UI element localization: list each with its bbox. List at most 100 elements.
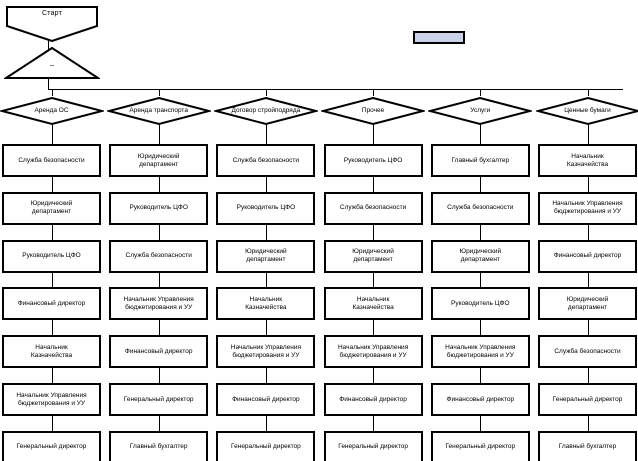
connector-branch-to-step xyxy=(373,124,375,144)
connector-step-to-step xyxy=(265,177,267,192)
connector-step-to-step xyxy=(265,272,267,288)
process-step-label: Служба безопасности xyxy=(18,156,85,164)
process-step-label: Юридический департамент xyxy=(352,248,394,264)
process-step-box[interactable]: Начальник Управления бюджетирования и УУ xyxy=(216,335,316,369)
process-step-box[interactable]: Начальник Управления бюджетирования и УУ xyxy=(323,335,423,369)
process-step-box[interactable]: Юридический департамент xyxy=(430,239,530,273)
process-step-box[interactable]: Главный бухгалтер xyxy=(430,144,530,177)
process-step-box[interactable]: Главный бухгалтер xyxy=(109,430,209,461)
process-step-box[interactable]: Юридический департамент xyxy=(323,239,423,273)
process-step-label: Генеральный директор xyxy=(123,395,194,403)
connector-step-to-step xyxy=(51,272,53,288)
process-step-label: Начальник Управления бюджетирования и УУ xyxy=(230,343,302,359)
process-step-label: Служба безопасности xyxy=(232,156,300,164)
process-step-box[interactable]: Руководитель ЦФО xyxy=(323,144,423,177)
process-step-box[interactable]: Юридический департамент xyxy=(109,144,209,177)
process-step-label: Руководитель ЦФО xyxy=(129,204,188,212)
branch-diamond[interactable] xyxy=(106,96,211,126)
process-step-box[interactable]: Генеральный директор xyxy=(2,430,101,461)
connector-start-to-merge xyxy=(48,40,49,52)
process-step-box[interactable]: Генеральный директор xyxy=(216,430,316,461)
process-step-box[interactable]: Генеральный директор xyxy=(109,383,209,416)
connector-step-to-step xyxy=(158,416,160,431)
process-step-label: Финансовый директор xyxy=(232,395,300,403)
connector-merge-to-bus xyxy=(48,79,49,89)
process-step-box[interactable]: Юридический департамент xyxy=(216,239,316,273)
process-step-box[interactable]: Руководитель ЦФО xyxy=(430,287,530,321)
branch-diamond[interactable] xyxy=(0,96,104,126)
connector-step-to-step xyxy=(373,224,375,240)
branch-diamond[interactable] xyxy=(428,96,533,126)
process-step-box[interactable]: Служба безопасности xyxy=(216,144,316,177)
branch-diamond[interactable] xyxy=(321,96,426,126)
legend-color-box[interactable] xyxy=(413,31,465,44)
process-step-label: Финансовый директор xyxy=(553,252,622,260)
process-step-label: Генеральный директор xyxy=(552,395,623,403)
process-step-label: Начальник Казначейства xyxy=(245,295,287,311)
process-step-label: Начальник Управления бюджетирования и УУ xyxy=(16,391,87,407)
process-step-label: Генеральный директор xyxy=(16,443,87,451)
process-step-box[interactable]: Финансовый директор xyxy=(430,383,530,416)
connector-step-to-step xyxy=(587,320,589,336)
connector-step-to-step xyxy=(51,416,53,431)
process-step-label: Служба безопасности xyxy=(447,204,514,212)
process-step-box[interactable]: Финансовый директор xyxy=(109,335,209,369)
process-step-label: Юридический департамент xyxy=(137,152,180,168)
process-step-label: Начальник Управления бюджетирования и УУ xyxy=(337,343,409,359)
branch-diamond[interactable] xyxy=(535,96,638,126)
process-step-label: Служба безопасности xyxy=(125,252,192,260)
branch-diamond[interactable] xyxy=(213,96,318,126)
process-step-box[interactable]: Начальник Управления бюджетирования и УУ xyxy=(430,335,530,369)
process-step-box[interactable]: Юридический департамент xyxy=(2,191,101,225)
process-step-box[interactable]: Генеральный директор xyxy=(538,383,637,416)
process-step-box[interactable]: Служба безопасности xyxy=(538,335,637,369)
process-step-box[interactable]: Финансовый директор xyxy=(323,383,423,416)
merge-node-label: – xyxy=(50,62,54,69)
connector-step-to-step xyxy=(373,368,375,383)
process-step-box[interactable]: Служба безопасности xyxy=(2,144,101,177)
connector-step-to-step xyxy=(265,368,267,383)
connector-bus-to-branch xyxy=(158,89,160,96)
process-step-box[interactable]: Руководитель ЦФО xyxy=(2,239,101,273)
process-step-box[interactable]: Руководитель ЦФО xyxy=(109,191,209,225)
connector-step-to-step xyxy=(480,224,482,240)
process-step-box[interactable]: Начальник Казначейства xyxy=(2,335,101,369)
process-step-label: Финансовый директор xyxy=(446,395,515,403)
connector-bus-to-branch xyxy=(265,89,267,96)
connector-step-to-step xyxy=(480,320,482,336)
process-step-box[interactable]: Генеральный директор xyxy=(323,430,423,461)
connector-step-to-step xyxy=(51,368,53,383)
process-step-box[interactable]: Юридический департамент xyxy=(538,287,637,321)
merge-node[interactable] xyxy=(4,46,100,80)
process-step-label: Руководитель ЦФО xyxy=(343,156,403,164)
process-step-box[interactable]: Генеральный директор xyxy=(430,430,530,461)
process-step-box[interactable]: Руководитель ЦФО xyxy=(216,191,316,225)
process-step-box[interactable]: Финансовый директор xyxy=(216,383,316,416)
process-step-box[interactable]: Начальник Казначейства xyxy=(323,287,423,321)
connector-step-to-step xyxy=(587,177,589,192)
process-step-label: Юридический департамент xyxy=(245,248,287,264)
process-step-label: Начальник Казначейства xyxy=(566,152,609,168)
connector-step-to-step xyxy=(373,416,375,431)
connector-step-to-step xyxy=(265,224,267,240)
process-step-box[interactable]: Служба безопасности xyxy=(430,191,530,225)
connector-step-to-step xyxy=(373,177,375,192)
process-step-box[interactable]: Начальник Управления бюджетирования и УУ xyxy=(109,287,209,321)
connector-step-to-step xyxy=(158,272,160,288)
process-step-box[interactable]: Начальник Казначейства xyxy=(538,144,637,177)
process-step-box[interactable]: Начальник Управления бюджетирования и УУ xyxy=(2,383,101,416)
process-step-box[interactable]: Финансовый директор xyxy=(2,287,101,321)
process-step-label: Служба безопасности xyxy=(554,347,621,355)
process-step-box[interactable]: Начальник Казначейства xyxy=(216,287,316,321)
connector-step-to-step xyxy=(158,177,160,192)
process-step-box[interactable]: Главный бухгалтер xyxy=(538,430,637,461)
connector-step-to-step xyxy=(158,368,160,383)
connector-step-to-step xyxy=(158,224,160,240)
process-step-box[interactable]: Начальник Управления бюджетирования и УУ xyxy=(538,191,637,225)
process-step-box[interactable]: Финансовый директор xyxy=(538,239,637,273)
process-step-box[interactable]: Служба безопасности xyxy=(323,191,423,225)
process-step-label: Руководитель ЦФО xyxy=(236,204,296,212)
connector-step-to-step xyxy=(51,177,53,192)
start-node[interactable] xyxy=(6,6,98,42)
process-step-box[interactable]: Служба безопасности xyxy=(109,239,209,273)
